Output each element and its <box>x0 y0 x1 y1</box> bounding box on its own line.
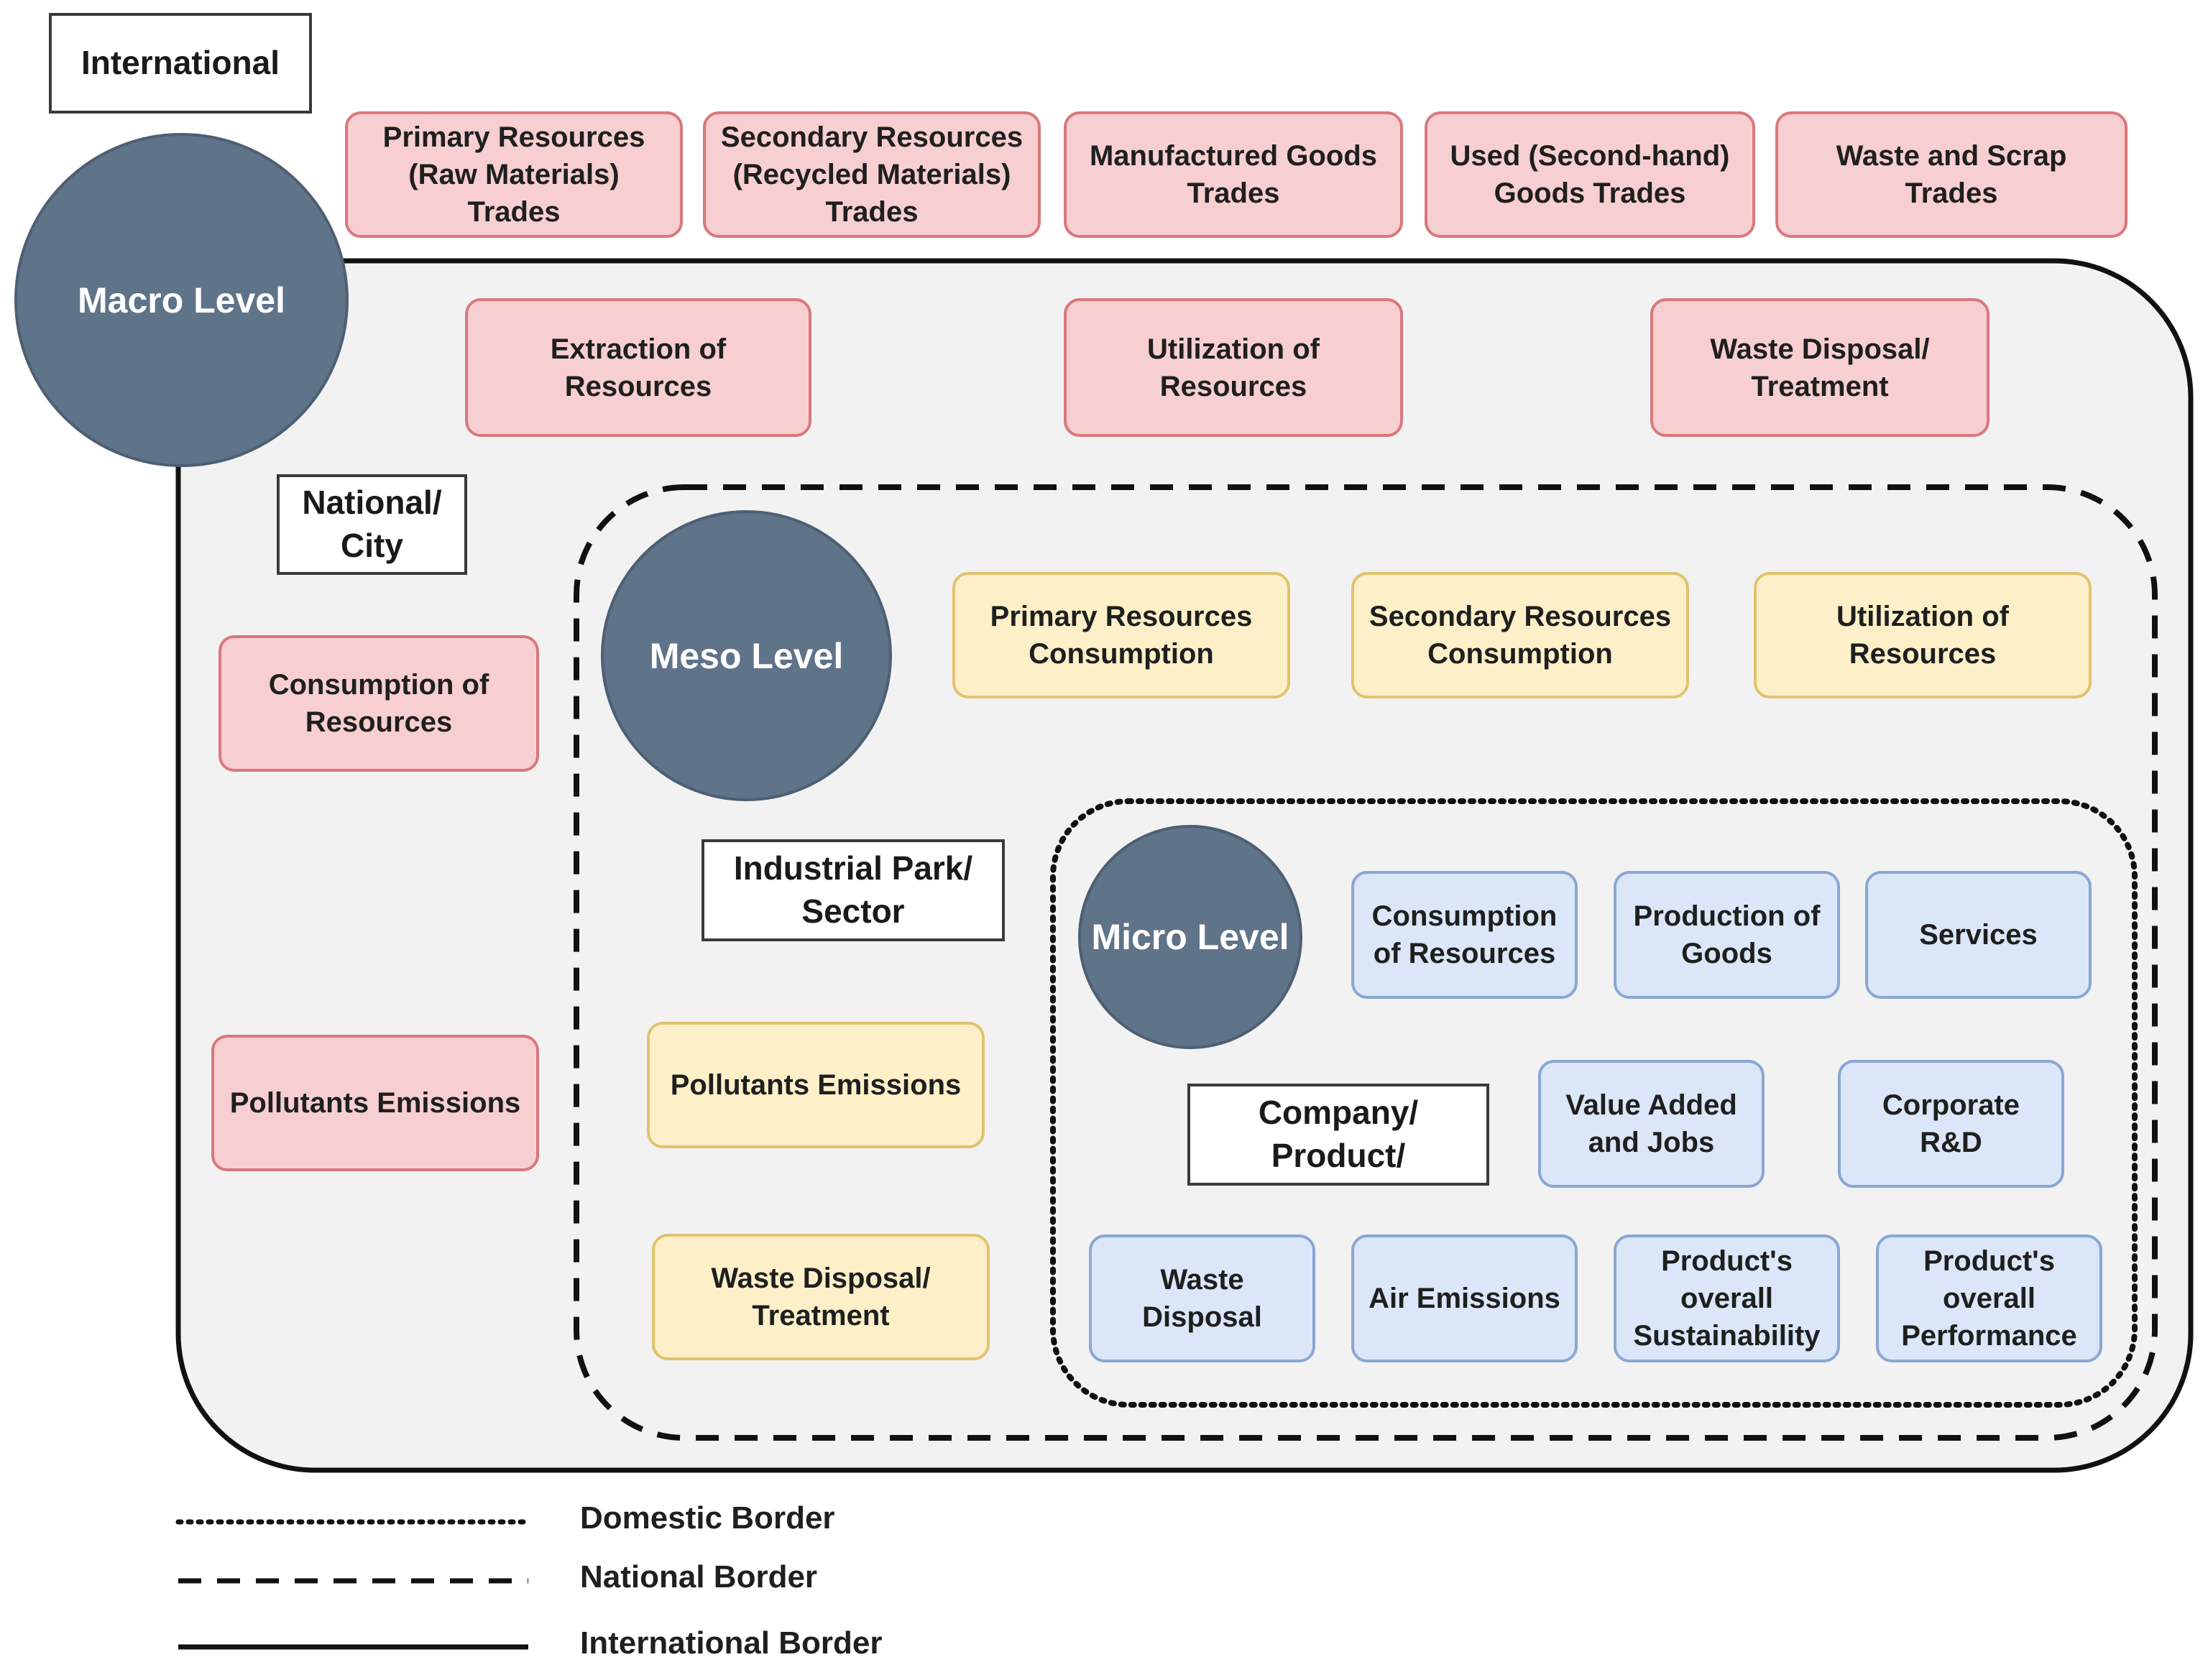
micro-level-circle: Micro Level <box>1078 825 1302 1049</box>
industrial-park-label: Industrial Park/ Sector <box>702 839 1005 941</box>
legend-national-label: National Border <box>580 1559 818 1594</box>
macro-level-circle: Macro Level <box>14 133 349 467</box>
waste-scrap-trades-box: Waste and Scrap Trades <box>1775 111 2128 238</box>
macro-waste-disposal-box: Waste Disposal/ Treatment <box>1650 298 1990 437</box>
macro-utilization-of-resources-box: Utilization of Resources <box>1064 298 1403 437</box>
national-border-region <box>574 484 2158 1441</box>
air-emissions-box: Air Emissions <box>1351 1234 1578 1362</box>
services-box: Services <box>1865 871 2092 999</box>
international-label: International <box>49 13 312 114</box>
value-added-jobs-box: Value Added and Jobs <box>1538 1060 1765 1188</box>
production-of-goods-box: Production of Goods <box>1614 871 1840 999</box>
meso-pollutants-emissions-box: Pollutants Emissions <box>647 1022 985 1148</box>
meso-level-circle: Meso Level <box>601 510 892 801</box>
product-sustainability-box: Product's overall Sustainability <box>1614 1234 1840 1362</box>
used-goods-trades-box: Used (Second-hand) Goods Trades <box>1425 111 1755 238</box>
primary-resources-consumption-box: Primary Resources Consumption <box>952 572 1290 698</box>
manufactured-goods-trades-box: Manufactured Goods Trades <box>1064 111 1403 238</box>
product-performance-box: Product's overall Performance <box>1876 1234 2102 1362</box>
macro-pollutants-emissions-box: Pollutants Emissions <box>211 1035 539 1171</box>
legend-international-label: International Border <box>580 1625 883 1661</box>
consumption-of-resources-box: Consumption of Resources <box>218 635 539 772</box>
micro-consumption-of-resources-box: Consumption of Resources <box>1351 871 1578 999</box>
meso-waste-disposal-box: Waste Disposal/ Treatment <box>652 1234 990 1360</box>
primary-resources-trades-box: Primary Resources (Raw Materials) Trades <box>345 111 683 238</box>
national-city-label: National/ City <box>277 474 467 575</box>
company-product-label: Company/ Product/ <box>1187 1084 1489 1186</box>
micro-waste-disposal-box: Waste Disposal <box>1089 1234 1315 1362</box>
corporate-rnd-box: Corporate R&D <box>1838 1060 2064 1188</box>
meso-utilization-of-resources-box: Utilization of Resources <box>1754 572 2092 698</box>
domestic-border-region <box>1050 798 2138 1408</box>
secondary-resources-trades-box: Secondary Resources (Recycled Materials)… <box>703 111 1041 238</box>
secondary-resources-consumption-box: Secondary Resources Consumption <box>1351 572 1689 698</box>
extraction-of-resources-box: Extraction of Resources <box>465 298 811 437</box>
legend-domestic-label: Domestic Border <box>580 1500 835 1536</box>
